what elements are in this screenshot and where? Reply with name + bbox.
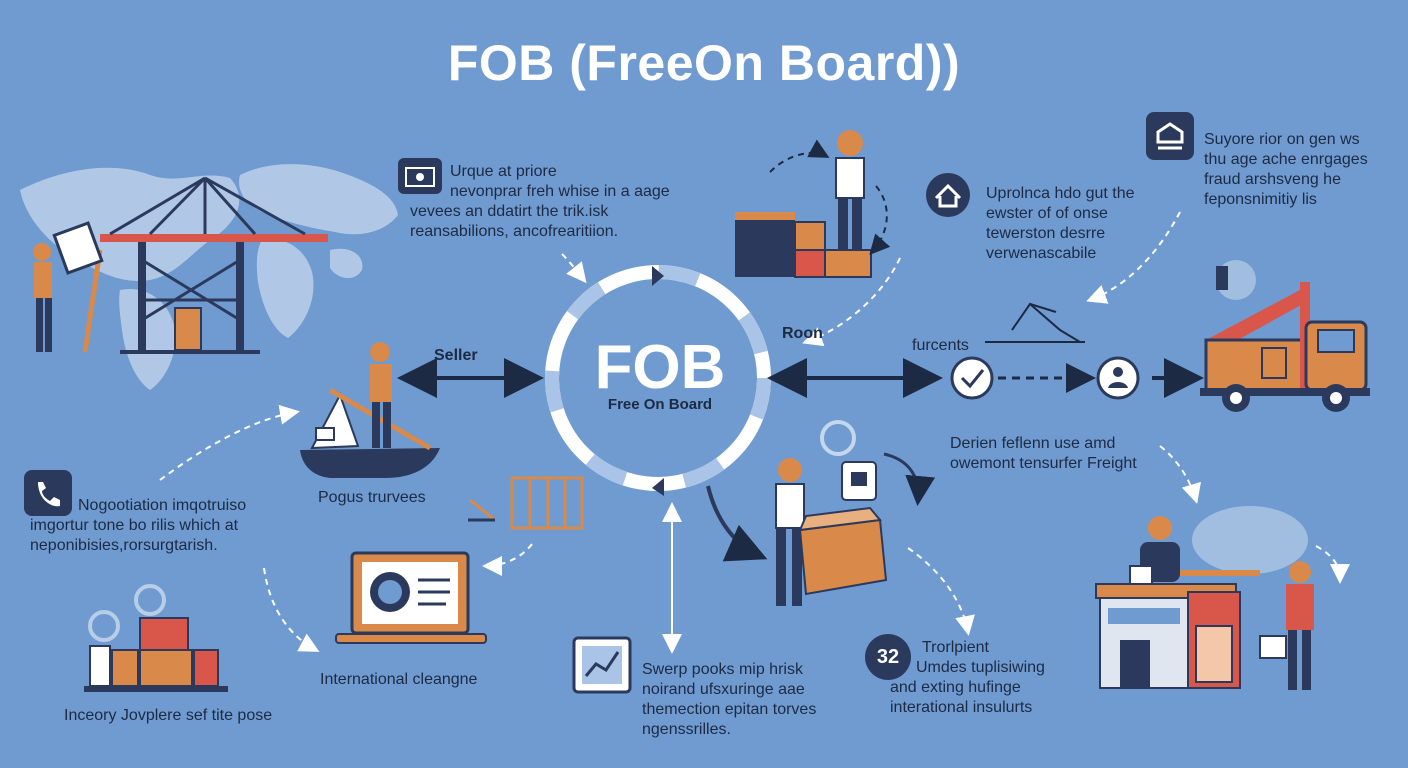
left-note-line-1: Nogootiation imqotruiso [78, 497, 247, 514]
roon-label: Roon [782, 325, 823, 342]
top-right-note-line-3: fraud arshsveng he [1204, 171, 1341, 188]
bottom-center-note-line-4: ngenssrilles. [642, 721, 731, 738]
step-badge: 32 [865, 634, 911, 680]
pogus-label: Pogus trurvees [318, 489, 426, 506]
monitor-icon [398, 158, 442, 194]
top-right-note-line-2: thu age ache enrgages [1204, 151, 1368, 168]
crane-icon [82, 176, 328, 354]
bottom-center-note-line-2: noirand ufsxuringe aae [642, 681, 805, 698]
check-icon[interactable] [950, 356, 994, 400]
right-note: Uprolnca hdo gut the ewster of of onse t… [986, 184, 1186, 264]
bottom-right-note: Trorlpient Umdes tuplisiwing and exting … [890, 638, 1090, 718]
freight-note: Derien feflenn use amd owemont tensurfer… [950, 434, 1180, 474]
left-note-line-2: imgortur tone bo rilis which at [30, 517, 239, 534]
laptop-icon [335, 551, 487, 644]
boat-icon [300, 342, 440, 478]
freight-note-line-2: owemont tensurfer Freight [950, 455, 1137, 472]
inbox-icon[interactable] [1146, 112, 1194, 160]
right-note-line-2: ewster of of onse [986, 205, 1108, 222]
box-stack-icon [84, 584, 228, 692]
truck-icon [1200, 260, 1370, 412]
top-note-line-2: nevonprar freh whise in a aage [450, 183, 670, 200]
bottom-right-note-line-1: Trorlpient [922, 639, 989, 656]
top-right-note: Suyore rior on gen ws thu age ache enrga… [1204, 130, 1399, 210]
user-icon[interactable] [1096, 356, 1140, 400]
top-right-note-line-4: feponsnimitiy lis [1204, 191, 1317, 208]
line-graph-icon [985, 302, 1085, 343]
left-note: Nogootiation imqotruiso imgortur tone bo… [30, 496, 320, 556]
worker-icon [33, 221, 104, 352]
intl-clearance-label: International cleangne [320, 671, 478, 688]
right-note-line-4: verwenascabile [986, 245, 1097, 262]
bottom-center-note-line-1: Swerp pooks mip hrisk [642, 661, 803, 678]
inventory-label: Inceory Jovplere sef tite pose [64, 707, 273, 724]
top-right-note-line-1: Suyore rior on gen ws [1204, 131, 1360, 148]
bottom-right-note-line-3: and exting hufinge [890, 679, 1021, 696]
center-fob-label: FOB [594, 333, 726, 402]
bottom-right-note-line-2: Umdes tuplisiwing [916, 659, 1045, 676]
world-map [20, 164, 398, 390]
home-icon[interactable] [926, 173, 970, 217]
top-note-line-1: Urque at priore [450, 163, 557, 180]
center-subtitle: Free On Board [607, 396, 713, 413]
right-note-line-1: Uprolnca hdo gut the [986, 185, 1135, 202]
seller-label: Seller [434, 347, 478, 364]
top-note-line-3: vevees an ddatirt the trik.isk [410, 203, 609, 220]
furcents-label: furcents [912, 337, 969, 354]
package-worker-icon [706, 420, 936, 606]
bottom-center-note-line-3: themection epitan torves [642, 701, 817, 718]
bottom-right-note-line-4: interational insulurts [890, 699, 1033, 716]
phone-icon[interactable] [24, 470, 72, 516]
page-title: FOB (FreeOn Board)) [447, 35, 961, 91]
freight-note-line-1: Derien feflenn use amd [950, 435, 1116, 452]
right-note-line-3: tewerston desrre [986, 225, 1106, 242]
dock-icon [468, 476, 584, 530]
warehouse-worker-icon [735, 130, 891, 278]
fob-ring [545, 265, 771, 496]
top-note-line-4: reansabilions, ancofrearitiion. [410, 223, 619, 240]
left-note-line-3: neponibisies,rorsurgtarish. [30, 537, 218, 554]
bottom-center-note: Swerp pooks mip hrisk noirand ufsxuringe… [642, 660, 852, 740]
top-note: Urque at priore nevonprar freh whise in … [410, 162, 730, 242]
dashed-connectors [159, 211, 1350, 654]
building-icon [1095, 506, 1314, 690]
chart-icon [572, 636, 632, 694]
